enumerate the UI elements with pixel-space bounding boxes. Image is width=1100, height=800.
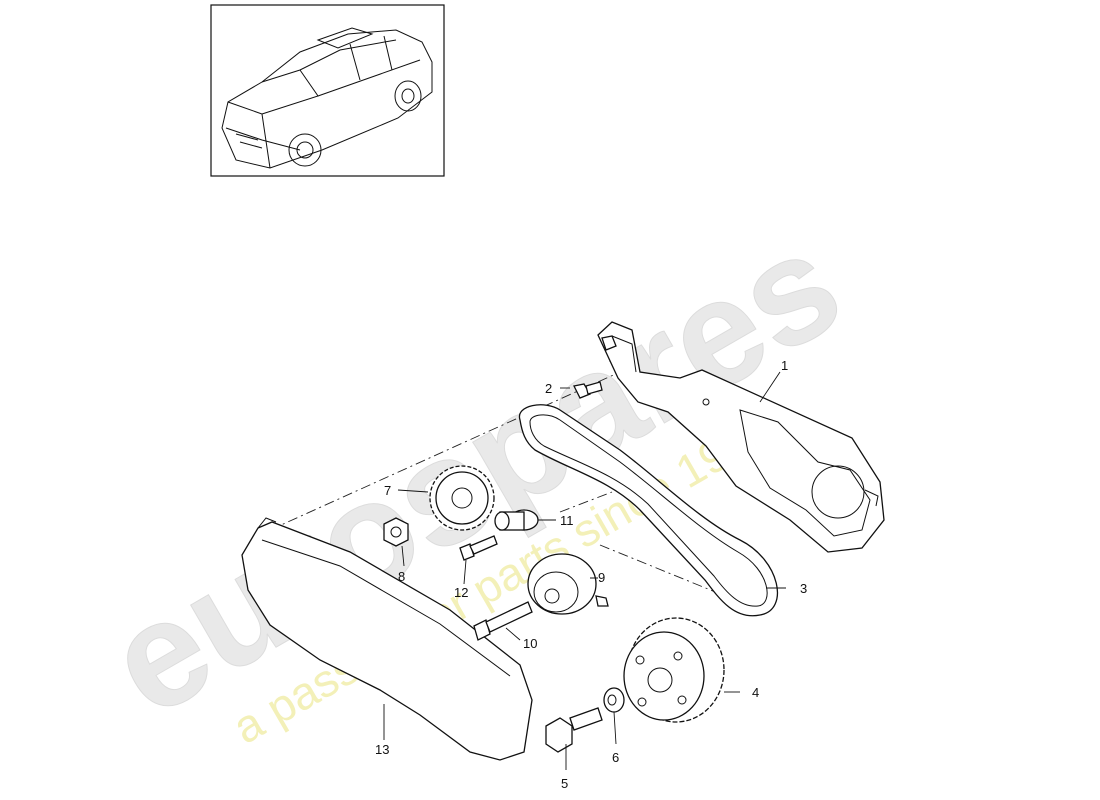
part-13-front-cover bbox=[241, 517, 533, 761]
callout-6: 6 bbox=[612, 750, 619, 765]
callouts: 1 2 3 4 5 6 7 8 9 10 11 12 13 bbox=[375, 358, 807, 791]
part-2-bolt bbox=[573, 381, 603, 399]
callout-10: 10 bbox=[523, 636, 537, 651]
leader-lines bbox=[383, 371, 786, 770]
part-9-tensioner bbox=[527, 553, 609, 615]
part-3-timing-belt bbox=[518, 404, 779, 617]
part-6-washer bbox=[603, 687, 625, 713]
vehicle-thumbnail bbox=[210, 4, 445, 177]
callout-3: 3 bbox=[800, 581, 807, 596]
part-10-bolt bbox=[473, 601, 533, 641]
part-1-rear-cover bbox=[597, 321, 885, 553]
callout-5: 5 bbox=[561, 776, 568, 791]
callout-1: 1 bbox=[781, 358, 788, 373]
part-5-bolt bbox=[545, 707, 603, 753]
callout-2: 2 bbox=[545, 381, 552, 396]
vehicle-drawing bbox=[221, 27, 433, 169]
part-8-nut bbox=[383, 517, 409, 547]
part-4-pulley bbox=[623, 617, 725, 723]
part-7-gear bbox=[429, 465, 495, 531]
callout-12: 12 bbox=[454, 585, 468, 600]
callout-9: 9 bbox=[598, 570, 605, 585]
part-2-fastener-top bbox=[601, 335, 617, 351]
callout-7: 7 bbox=[384, 483, 391, 498]
callout-8: 8 bbox=[398, 569, 405, 584]
callout-11: 11 bbox=[560, 513, 574, 528]
part-12-bolt bbox=[459, 535, 498, 561]
part-11-sleeve bbox=[494, 509, 539, 531]
callout-13: 13 bbox=[375, 742, 389, 757]
callout-4: 4 bbox=[752, 685, 759, 700]
